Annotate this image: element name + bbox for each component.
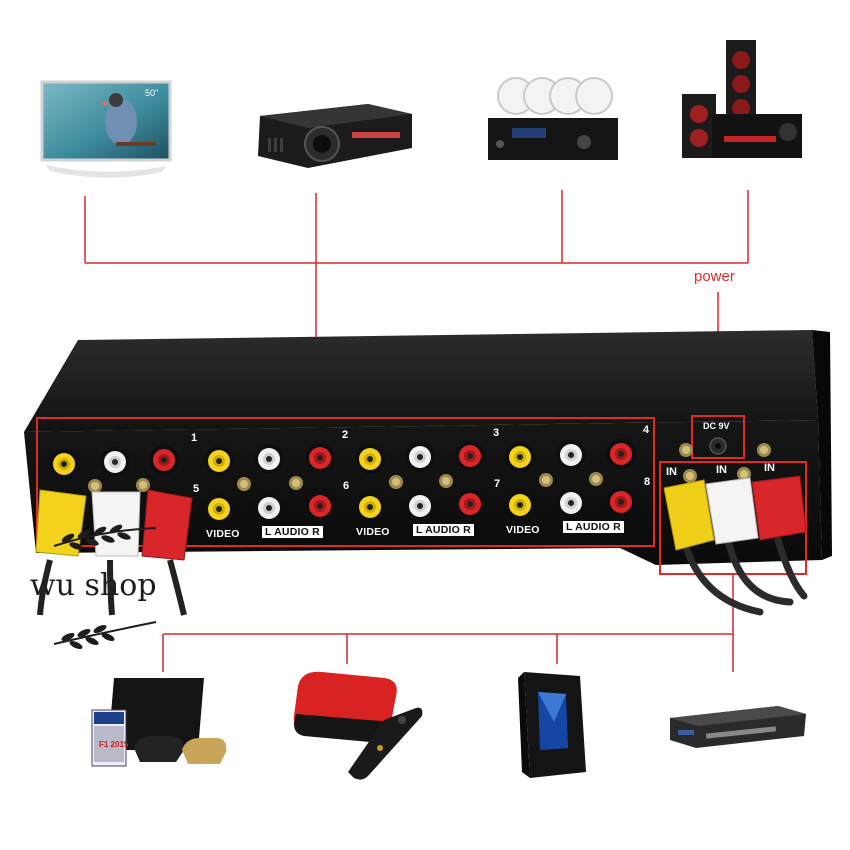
dvd-player-icon	[670, 706, 806, 748]
group-number-3: 3	[493, 427, 500, 439]
group-number-2: 2	[342, 429, 349, 441]
group-number-6: 6	[343, 480, 350, 492]
group-number-5: 5	[193, 483, 200, 495]
amplifier-speakers-icon	[488, 77, 618, 160]
dc-power-label: DC 9V	[703, 421, 730, 431]
pc-tower-icon	[518, 672, 586, 778]
set-top-box-icon	[293, 671, 423, 780]
shop-watermark: wu shop	[30, 568, 157, 603]
audio-label: L AUDIO R	[563, 521, 624, 533]
input-label: IN	[666, 466, 677, 478]
video-label: VIDEO	[506, 524, 540, 536]
audio-label: L AUDIO R	[262, 526, 323, 538]
home-theater-icon	[682, 40, 802, 158]
tv-size-label: 50"	[145, 88, 159, 98]
laurel-bottom-icon	[53, 621, 157, 650]
game-cover-label: F1 2015	[99, 740, 129, 749]
group-number-4: 4	[643, 424, 650, 436]
group-number-8: 8	[644, 476, 651, 488]
group-number-1: 1	[191, 432, 198, 444]
game-console-icon	[91, 678, 227, 767]
group-number-7: 7	[494, 478, 501, 490]
video-label: VIDEO	[356, 526, 390, 538]
tv-icon	[40, 80, 172, 178]
input-label: IN	[716, 464, 727, 476]
laurel-top-icon	[53, 524, 157, 550]
audio-label: L AUDIO R	[413, 524, 474, 536]
video-label: VIDEO	[206, 528, 240, 540]
projector-icon	[258, 104, 412, 168]
power-label: power	[694, 268, 735, 285]
input-label: IN	[764, 462, 775, 474]
